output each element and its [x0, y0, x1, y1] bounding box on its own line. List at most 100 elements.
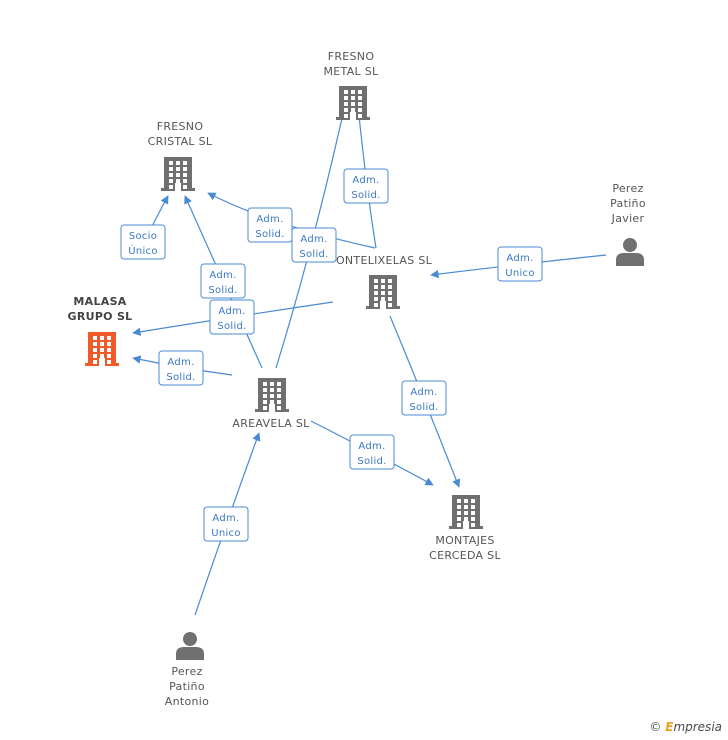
building-window — [381, 291, 385, 295]
person-head — [183, 632, 197, 646]
node-label[interactable]: MONTAJES — [435, 534, 494, 547]
building-window — [176, 161, 180, 165]
edge-label-line: Único — [128, 244, 158, 257]
edge-ontelixelas-to-montajes: Adm. Solid. — [389, 315, 461, 488]
edge-label-line: Solid. — [409, 402, 438, 413]
node-label[interactable]: Antonio — [165, 695, 209, 708]
building-window — [471, 517, 475, 521]
node-label[interactable]: Patiño — [610, 197, 646, 210]
node-label[interactable]: ONTELIXELAS SL — [336, 254, 433, 267]
node-label[interactable]: FRESNO — [328, 50, 375, 63]
node-montajes[interactable]: MONTAJES CERCEDA SL — [429, 495, 501, 562]
edge-label-line: Adm. — [358, 441, 385, 452]
building-window — [388, 279, 392, 283]
node-label[interactable]: Perez — [171, 665, 202, 678]
building-window — [176, 167, 180, 171]
building-window — [107, 336, 111, 340]
building-window — [183, 185, 187, 189]
building-window — [277, 406, 281, 410]
person-body — [176, 647, 204, 660]
building-window — [471, 523, 475, 527]
edge-label-line: Unico — [211, 528, 241, 539]
edge-label-line: Solid. — [217, 321, 246, 332]
building-window — [270, 382, 274, 386]
building-window — [100, 342, 104, 346]
node-label[interactable]: GRUPO SL — [67, 310, 132, 323]
building-window — [263, 394, 267, 398]
edge-label-line: Adm. — [167, 357, 194, 368]
building-window — [351, 96, 355, 100]
node-label[interactable]: MALASA — [73, 295, 126, 308]
building-window — [374, 303, 378, 307]
building-window — [93, 342, 97, 346]
building-window — [270, 394, 274, 398]
building-window — [388, 303, 392, 307]
node-malasa[interactable]: MALASA GRUPO SL — [67, 295, 132, 366]
node-fresno-metal[interactable]: FRESNO METAL SL — [324, 50, 380, 120]
node-label[interactable]: Javier — [611, 212, 645, 225]
building-window — [100, 348, 104, 352]
person-icon[interactable] — [176, 632, 204, 660]
edge-label-line: Socio — [129, 231, 157, 242]
building-window — [351, 102, 355, 106]
node-label[interactable]: CRISTAL SL — [148, 135, 213, 148]
edge-label-box — [349, 434, 395, 470]
building-window — [374, 291, 378, 295]
building-icon[interactable] — [85, 332, 119, 366]
building-icon[interactable] — [161, 157, 195, 191]
node-label[interactable]: Patiño — [169, 680, 205, 693]
edge-label-line: Unico — [505, 268, 535, 279]
empresia-logo-e: E — [665, 720, 674, 734]
building-window — [176, 179, 180, 183]
building-window — [176, 173, 180, 177]
building-door — [463, 521, 469, 529]
edge-label-line: Adm. — [506, 253, 533, 264]
building-window — [381, 285, 385, 289]
building-icon[interactable] — [255, 378, 289, 412]
building-window — [344, 108, 348, 112]
building-window — [351, 108, 355, 112]
node-fresno-cristal[interactable]: FRESNO CRISTAL SL — [148, 120, 213, 191]
node-ontelixelas[interactable]: ONTELIXELAS SL — [336, 254, 433, 309]
building-window — [358, 90, 362, 94]
building-icon[interactable] — [449, 495, 483, 529]
node-areavela[interactable]: AREAVELA SL — [232, 378, 310, 430]
edge-label-line: Adm. — [300, 234, 327, 245]
building-window — [169, 179, 173, 183]
building-window — [277, 400, 281, 404]
building-window — [183, 179, 187, 183]
building-window — [358, 108, 362, 112]
edge-label-box — [247, 207, 293, 243]
node-label[interactable]: FRESNO — [157, 120, 204, 133]
node-label[interactable]: METAL SL — [324, 65, 380, 78]
edge-label-line: Adm. — [209, 270, 236, 281]
building-window — [471, 511, 475, 515]
building-window — [351, 90, 355, 94]
person-icon[interactable] — [616, 238, 644, 266]
building-icon[interactable] — [366, 275, 400, 309]
building-window — [263, 388, 267, 392]
edge-label-line: Adm. — [218, 306, 245, 317]
building-icon[interactable] — [336, 86, 370, 120]
edge-label-box — [209, 299, 255, 335]
edge-label-line: Adm. — [256, 214, 283, 225]
building-window — [388, 291, 392, 295]
building-window — [464, 505, 468, 509]
node-label[interactable]: CERCEDA SL — [429, 549, 501, 562]
node-label[interactable]: AREAVELA SL — [232, 417, 310, 430]
edge-ontelixelas-to-malasa: Adm. Solid. — [132, 299, 334, 336]
building-window — [358, 96, 362, 100]
edge-perez-javier-to-ontelixelas: Adm. Unico — [430, 246, 607, 282]
edge-label-line: Solid. — [166, 372, 195, 383]
building-window — [344, 90, 348, 94]
edge-label-box — [343, 168, 389, 204]
building-window — [93, 360, 97, 364]
building-window — [457, 505, 461, 509]
edge-ontelixelas-to-fresno-metal: Adm.Solid. — [343, 95, 389, 249]
edge-label-line: Adm. — [410, 387, 437, 398]
building-window — [388, 285, 392, 289]
node-label[interactable]: Perez — [612, 182, 643, 195]
